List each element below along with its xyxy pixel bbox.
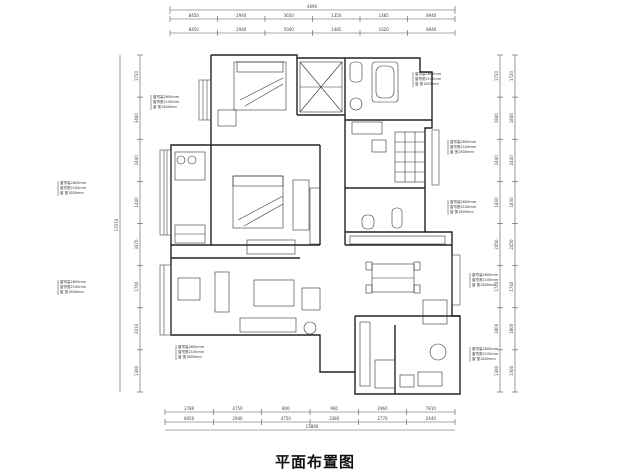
window-note-line: 窗帘宽2100mm [472,277,499,282]
window-note-line: 窗帘高2600mm [450,139,477,144]
bottom-row2-label: 2770 [377,416,388,421]
bottom-row1-label: 2780 [184,406,195,411]
left-seg-label: 1740 [134,281,139,292]
right-seg-outer-label: 1800 [509,323,514,334]
bottom-overall-label: 13890 [306,424,319,429]
top-row1-label: 2940 [236,13,247,18]
top-row1-label: 8450 [189,13,200,18]
right-seg-label: 1830 [494,197,499,208]
window-note-line: 窗帘高2600mm [415,71,442,76]
top-row2-label: 1620 [379,27,390,32]
right-seg-outer-label: 1830 [509,197,514,208]
top-row2-label: 2940 [236,27,247,32]
window-note-line: 窗帘宽2100mm [450,144,477,149]
window-note-line: 窗 宽1800mm [178,354,202,359]
dimension-lines [119,6,518,431]
left-overall-label: 13510 [114,218,119,231]
dimension-labels: 4690 8450 2940 3650 1350 1485 8940 8450 2940 5040… [114,4,514,429]
window-note-line: 窗 宽1800mm [450,209,474,214]
window-note-line: 窗帘高2600mm [472,346,499,351]
window-note-line: 窗 宽1800mm [472,356,496,361]
window-note-line: 窗帘宽2100mm [153,99,180,104]
top-row2-label: 8450 [189,27,200,32]
window-note-line: 窗帘高2600mm [472,272,499,277]
left-seg-label: 1440 [134,197,139,208]
window-note-line: 窗 宽1800mm [60,289,84,294]
window-note-line: 窗 宽1800mm [472,282,496,287]
window-note-line: 窗帘宽2100mm [415,76,442,81]
top-row1-label: 1350 [331,13,342,18]
left-seg-label: 3470 [134,239,139,250]
right-seg-label: 1800 [494,323,499,334]
windows [159,79,461,336]
window-note-line: 窗帘高2600mm [60,180,87,185]
top-overall-label: 4690 [307,4,318,9]
right-seg-label: 1840 [494,113,499,124]
top-row2-label: 5040 [284,27,295,32]
bottom-row1-label: 960 [330,406,338,411]
top-row1-label: 8940 [426,13,437,18]
right-seg-label: 2450 [494,239,499,250]
right-seg-outer-label: 1840 [509,113,514,124]
left-seg-label: 2010 [134,323,139,334]
window-note-line: 窗帘宽2100mm [60,185,87,190]
window-note-line: 窗帘高2600mm [450,199,477,204]
right-seg-outer-label: 2440 [509,155,514,166]
right-seg-label: 2440 [494,155,499,166]
right-seg-outer-label: 1740 [509,281,514,292]
right-seg-label: 1740 [494,281,499,292]
bottom-row1-label: 2960 [377,406,388,411]
window-note-line: 窗帘高2600mm [178,344,205,349]
window-note-line: 窗 宽1800mm [450,149,474,154]
bottom-row2-label: 8450 [184,416,195,421]
window-note-line: 窗 宽1800mm [153,104,177,109]
drawing-title: 平面布置图 [274,453,355,471]
top-row1-label: 3650 [284,13,295,18]
right-seg-label: 1300 [494,365,499,376]
window-note-line: 窗帘宽2100mm [472,351,499,356]
window-note-line: 窗帘高2600mm [153,94,180,99]
window-note-line: 窗帘高2600mm [60,279,87,284]
window-note-line: 窗帘宽2100mm [60,284,87,289]
right-seg-outer-label: 1720 [509,71,514,82]
left-seg-label: 2440 [134,155,139,166]
bottom-row2-label: 4750 [281,416,292,421]
window-note-line: 窗帘宽2100mm [178,349,205,354]
left-seg-label: 3460 [134,113,139,124]
top-row2-label: 1485 [331,27,342,32]
bottom-row1-label: 4750 [232,406,243,411]
left-seg-label: 1720 [134,71,139,82]
bottom-row2-label: 2940 [232,416,243,421]
window-note-line: 窗帘宽2100mm [450,204,477,209]
right-seg-outer-label: 2450 [509,239,514,250]
walls [170,54,461,395]
bottom-row1-label: 800 [282,406,290,411]
bottom-row1-label: 7810 [426,406,437,411]
right-seg-outer-label: 1300 [509,365,514,376]
top-row2-label: 8940 [426,27,437,32]
bottom-row2-label: 2440 [426,416,437,421]
top-row1-label: 1485 [379,13,390,18]
furniture [174,61,448,389]
window-note-line: 窗 宽1800mm [415,81,439,86]
right-seg-label: 1720 [494,71,499,82]
bottom-row2-label: 3380 [329,416,340,421]
left-seg-label: 1300 [134,365,139,376]
window-note-line: 窗 宽1800mm [60,190,84,195]
